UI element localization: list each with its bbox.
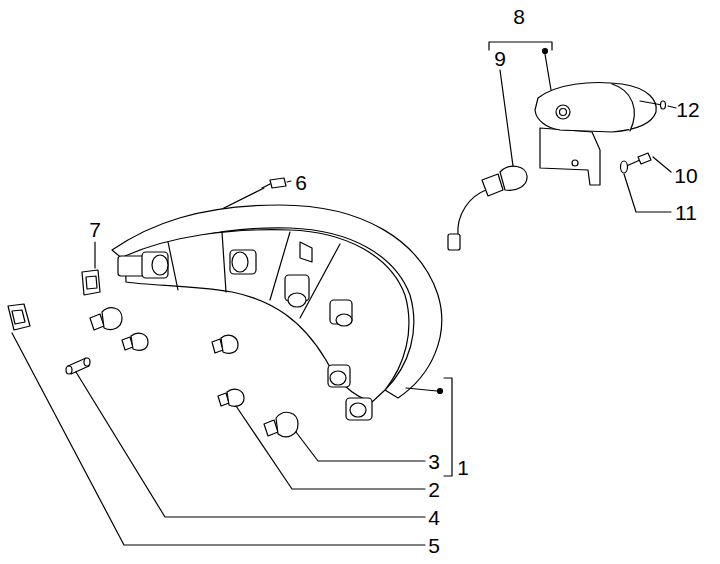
bulb-part <box>84 358 90 366</box>
callout-number: 2 <box>428 479 440 500</box>
bulb-part <box>264 420 278 436</box>
clip-part <box>82 270 100 295</box>
callout-number: 9 <box>494 48 506 69</box>
screw-part <box>270 178 286 188</box>
screw-part <box>668 106 676 108</box>
callout-number: 12 <box>676 99 699 120</box>
plate-lamp-part <box>560 109 567 116</box>
group-bracket-part <box>406 388 437 391</box>
plate-lamp-part <box>612 84 634 131</box>
bulb-part <box>102 308 122 330</box>
bulb <box>66 308 298 437</box>
leader-line-part <box>296 432 425 461</box>
callout-number: 1 <box>457 457 469 478</box>
plate-lamp-part <box>556 105 570 119</box>
clip <box>8 304 425 545</box>
clip-part <box>12 310 25 324</box>
bolt-part <box>638 153 651 164</box>
callout-number: 7 <box>89 219 101 240</box>
tail-lamp-part <box>346 398 372 420</box>
group-bracket-part <box>545 54 552 96</box>
callout-number: 3 <box>428 451 440 472</box>
callout-number: 8 <box>513 6 525 27</box>
plate-lamp-part <box>572 160 578 166</box>
screw-part <box>262 184 270 188</box>
bulb-part <box>66 366 72 374</box>
callout-number: 6 <box>295 172 307 193</box>
bulb-part <box>221 335 238 353</box>
tail-lamp <box>112 205 442 420</box>
bulb-socket <box>448 70 527 250</box>
clip <box>82 242 100 295</box>
group-bracket-part <box>444 378 452 476</box>
bulb-part <box>227 389 244 406</box>
plate-lamp-part <box>535 83 656 132</box>
bulb-socket-part <box>448 234 460 250</box>
screw-part <box>287 181 291 182</box>
tail-lamp-part <box>330 371 346 385</box>
tail-lamp-part <box>232 252 248 272</box>
clip-part <box>12 333 425 545</box>
screw <box>640 101 676 109</box>
bulb-socket-part <box>482 174 503 196</box>
leader-line-part <box>76 372 425 517</box>
clip-part <box>94 242 95 268</box>
tail-lamp-part <box>300 242 312 262</box>
plate-lamp-part <box>540 128 600 185</box>
screw-part <box>661 101 666 109</box>
bulb-part <box>276 412 298 436</box>
tail-lamp-part <box>152 255 168 275</box>
callout-number: 11 <box>675 202 697 223</box>
tail-lamp-part <box>350 403 366 417</box>
bulb-part <box>90 314 104 330</box>
tail-lamp-part <box>125 230 409 402</box>
clip-part <box>86 276 97 289</box>
bulb-socket-part <box>500 70 513 166</box>
tail-lamp-part <box>288 293 306 307</box>
tail-lamp-part <box>336 314 352 326</box>
callout-number: 4 <box>428 507 440 528</box>
bolt <box>621 153 672 212</box>
leader-line-part <box>236 406 425 489</box>
bulb-socket-part <box>500 166 527 190</box>
bulb-socket-part <box>458 190 486 236</box>
group-bracket-part <box>543 49 548 54</box>
tail-lamp-part <box>142 252 168 278</box>
tail-lamp-part <box>168 232 340 318</box>
group-bracket <box>489 42 552 96</box>
bolt-part <box>653 157 671 172</box>
clip-part <box>8 304 30 330</box>
callout-number: 10 <box>674 165 697 186</box>
bulb-part <box>131 333 148 350</box>
group-bracket-part <box>438 389 443 394</box>
plate-lamp <box>535 83 656 185</box>
bolt-part <box>624 174 671 212</box>
callout-number: 5 <box>428 535 440 556</box>
leader-line <box>76 372 425 517</box>
screw-part <box>640 101 662 105</box>
bolt-part <box>621 161 628 173</box>
tail-lamp-part <box>328 365 350 387</box>
tail-lamp-part <box>230 250 256 274</box>
